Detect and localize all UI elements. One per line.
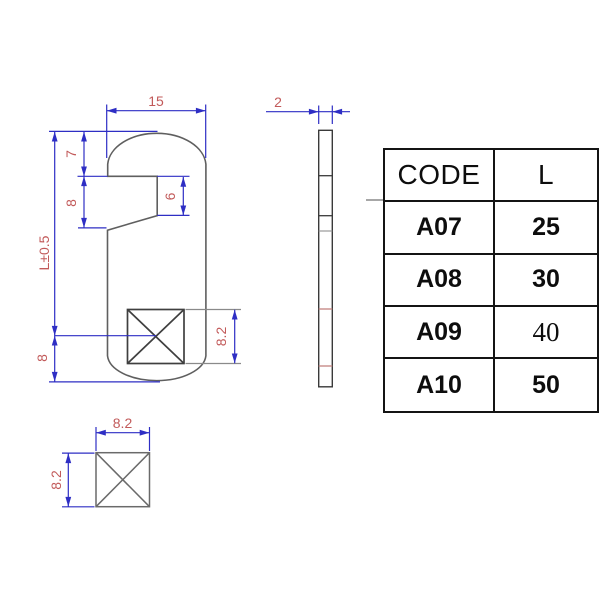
dim-thickness: 2 (266, 94, 350, 124)
dim-label-detail-height: 8.2 (48, 470, 64, 490)
dim-label-notch-height: 8 (63, 199, 79, 207)
dim-label-main-square: 8.2 (213, 327, 229, 347)
table-cell-code: A09 (385, 306, 495, 360)
front-view-outline (106, 132, 207, 382)
dim-bottom-offset: 8 (34, 325, 156, 362)
table-cell-code: A07 (385, 202, 495, 255)
dim-notch-height: 8 (63, 176, 107, 229)
table-cell-l: 40 (495, 307, 597, 360)
side-view-profile (318, 129, 334, 388)
dim-label-notch-inner: 6 (162, 192, 178, 200)
dim-main-square: 8.2 (185, 308, 241, 365)
table-cell-code: A08 (385, 254, 495, 307)
dim-label-top-offset: 7 (63, 150, 79, 158)
dim-label-overall-length: L±0.5 (36, 235, 52, 270)
dim-notch-inner: 6 (157, 175, 190, 216)
dim-label-thickness: 2 (274, 94, 282, 110)
mounting-square (126, 308, 185, 365)
dim-label-detail-width: 8.2 (113, 415, 133, 431)
side-view (318, 129, 334, 388)
table-cell-l: 25 (495, 202, 597, 255)
dim-label-bottom-offset: 8 (34, 354, 50, 362)
size-table: CODE L A07 25 A08 30 A09 40 A10 50 (383, 148, 599, 414)
table-cell-l: 30 (495, 255, 597, 307)
dim-top-offset: 7 (63, 131, 108, 177)
dim-detail-width: 8.2 (95, 415, 151, 451)
table-cell-l: 50 (532, 370, 560, 399)
dim-overall-length: L±0.5 (36, 130, 160, 383)
detail-square-view (95, 451, 151, 508)
dim-label-width: 15 (148, 93, 164, 109)
table-header-l: L (495, 150, 597, 203)
front-view (106, 132, 207, 382)
dim-detail-height: 8.2 (48, 452, 95, 508)
dim-top-width: 15 (106, 93, 207, 158)
table-header-code: CODE (385, 150, 495, 203)
table-cell-code: A10 (385, 359, 495, 412)
